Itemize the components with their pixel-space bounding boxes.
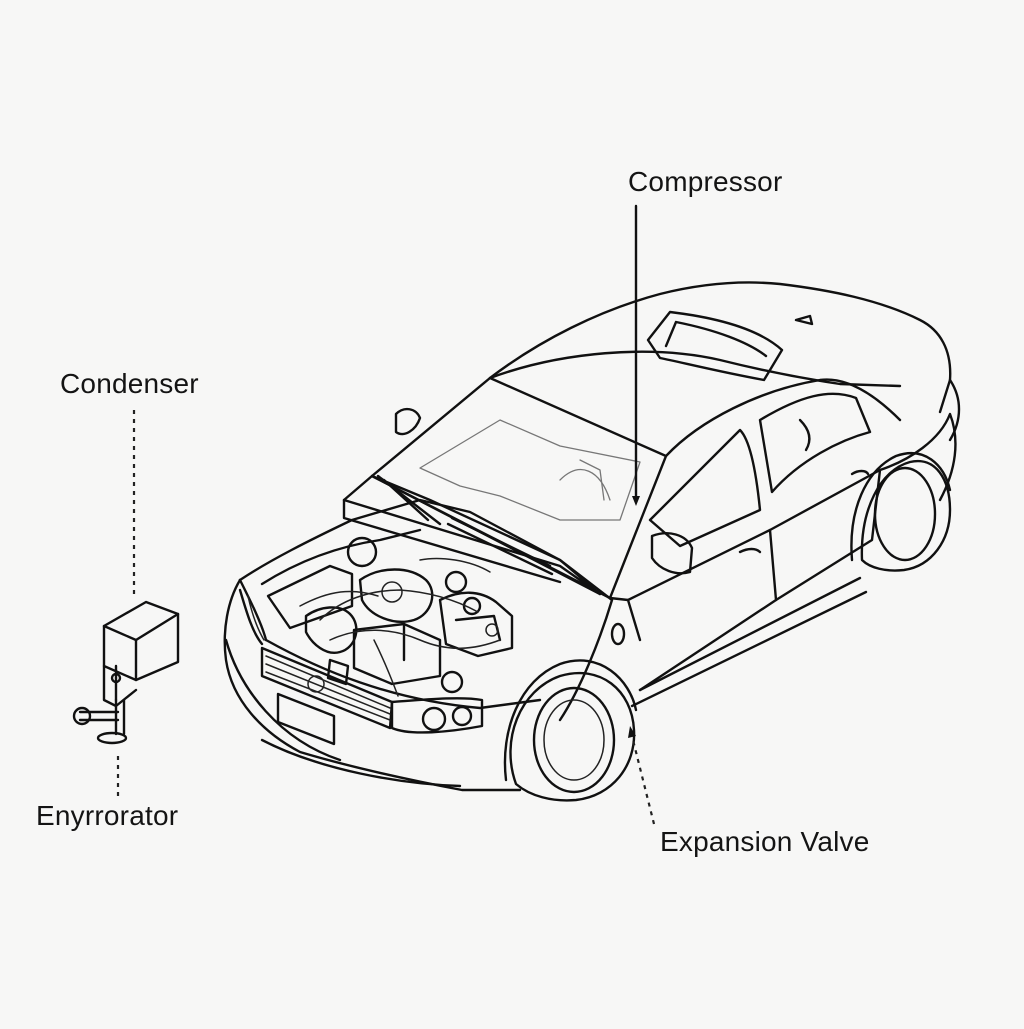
evaporator-label: Enyrrorator <box>36 800 179 831</box>
expansion-valve-arrowhead <box>628 726 636 738</box>
condenser-label: Condenser <box>60 368 199 399</box>
compressor-arrowhead <box>632 496 640 506</box>
condenser-unit-illustration <box>72 600 180 745</box>
compressor-label: Compressor <box>628 166 783 197</box>
leader-lines <box>116 204 656 825</box>
expansion-valve-label: Expansion Valve <box>660 826 870 857</box>
car-illustration <box>223 281 961 802</box>
expansion-valve-leader-line <box>630 735 656 825</box>
